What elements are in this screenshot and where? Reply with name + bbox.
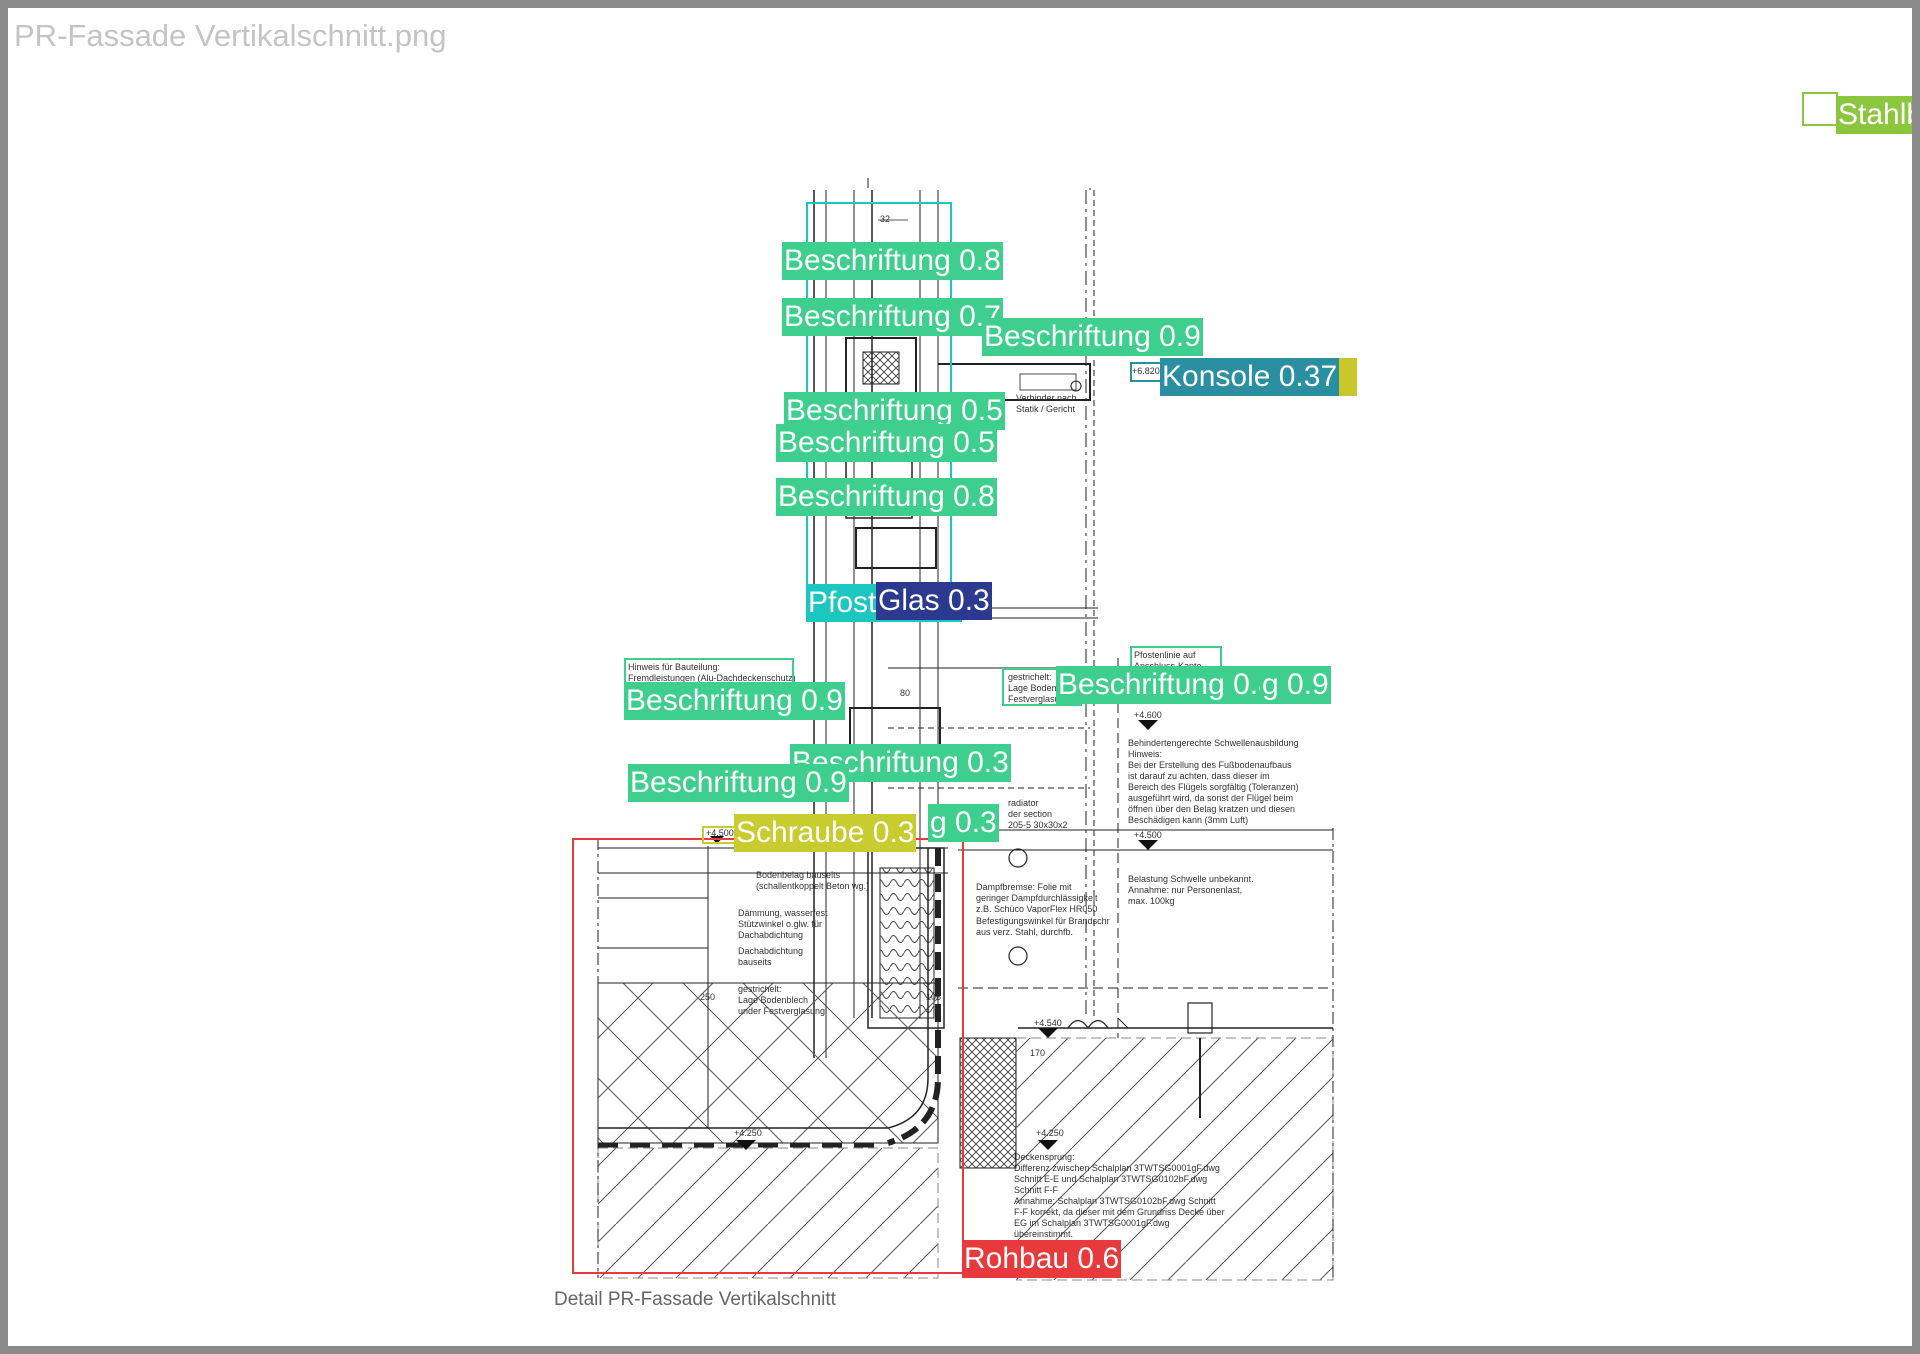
floor-slab-left <box>597 838 948 1279</box>
detection-label: g 0.9 <box>1260 666 1331 704</box>
detection-label: Beschriftung 0.5 <box>784 392 1005 430</box>
dim-32: 32 <box>880 214 891 224</box>
detection-label: Beschriftung 0.9 <box>628 764 849 802</box>
dim-170: 170 <box>1030 1048 1046 1058</box>
technical-drawing <box>597 178 1334 1281</box>
level-4600: +4.600 <box>1134 710 1162 720</box>
detection-box-konsole <box>1130 362 1164 382</box>
detection-label: Schraube 0.3 <box>734 814 917 852</box>
note-dachabdichtung: Dachabdichtung bauseits <box>738 946 804 967</box>
detection-label: Beschriftung 0.7 <box>782 298 1003 336</box>
detection-label: Rohbau 0.6 <box>962 1240 1122 1278</box>
level-4500-left: +4.500 <box>706 828 734 838</box>
file-title: PR-Fassade Vertikalschnitt.png <box>14 18 447 53</box>
level-4250-right: +4.250 <box>1036 1128 1064 1138</box>
detection-label: g 0.3 <box>928 804 999 842</box>
note-daemmung: Dämmung, wasserfest Stützwinkel o.glw. f… <box>738 908 828 940</box>
note-befestigungswinkel: Befestigungswinkel für Brandschr aus ver… <box>976 916 1110 937</box>
detection-label: Beschriftung 0.8 <box>782 242 1003 280</box>
note-deckensprung: Deckensprung: Differenz zwischen Schalpl… <box>1014 1152 1225 1239</box>
detection-box-rohbau <box>572 838 964 1274</box>
note-bodenbelag: Bodenbelag bauseits (schallentkoppelt Be… <box>756 870 870 891</box>
note-gestrichelt-2: gestrichelt: Lage Bodenblech under Festv… <box>738 984 826 1016</box>
floor-slab-right <box>958 188 1334 1281</box>
note-belastung: Belastung Schwelle unbekannt. Annahme: n… <box>1128 874 1254 906</box>
dim-105: 105 <box>926 992 942 1002</box>
note-gestrichelt-1: gestrichelt: Lage Bodenlege Festverglasu… <box>1008 672 1074 704</box>
level-6820: +6.820 <box>1132 366 1160 376</box>
detection-label: Beschriftung 0.9 <box>624 682 845 720</box>
detection-label: Beschriftung 0.5 <box>776 424 997 462</box>
note-profile: radiator der section 205-5 30x30x2 <box>1008 798 1068 830</box>
detection-label: Beschriftung 0.9 <box>982 318 1203 356</box>
level-4540: +4.540 <box>1034 1018 1062 1028</box>
detection-label: Stahlb <box>1836 96 1912 134</box>
note-verbinder: Verbinder nach Statik / Gericht <box>1016 393 1077 414</box>
note-hinweis-bauteilung: Hinweis für Bauteilung: Fremdleistungen … <box>628 662 796 683</box>
detection-box-hinweis <box>624 658 794 684</box>
detection-label: Glas 0.3 <box>876 582 992 620</box>
detection-label: Konsole 0.37 <box>1160 358 1358 396</box>
drawing-caption: Detail PR-Fassade Vertikalschnitt <box>554 1289 836 1310</box>
dim-80: 80 <box>900 688 911 698</box>
detection-box-pfostenlinie <box>1130 646 1222 668</box>
level-4500: +4.500 <box>1134 830 1162 840</box>
note-dampfbremse: Dampfbremse: Folie mit geringer Dampfdur… <box>976 882 1098 914</box>
detection-label: Beschriftung 0.8 <box>1056 666 1277 704</box>
note-schwellenausbildung: Behindertengerechte Schwellenausbildung … <box>1128 738 1299 825</box>
detection-box-schraube <box>702 826 736 844</box>
level-4250-left: +4.250 <box>734 1128 762 1138</box>
dim-250: 250 <box>700 992 716 1002</box>
detection-box-stahl <box>1802 92 1838 126</box>
detection-label: Beschriftung 0.8 <box>776 478 997 516</box>
